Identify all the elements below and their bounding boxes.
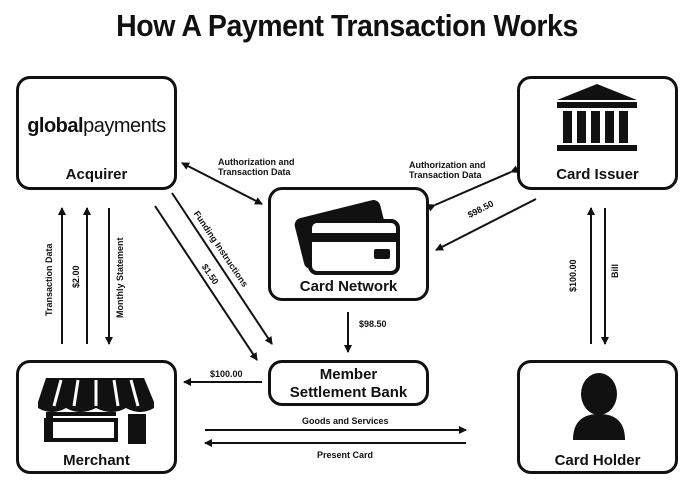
label-iss-auth-1: Authorization and [409,160,486,170]
page-title: How A Payment Transaction Works [116,8,578,43]
card-issuer-node: Card Issuer [517,76,678,190]
label-acq-auth-1: Authorization and [218,157,295,167]
acquirer-label: Acquirer [65,166,128,183]
bank-building-icon [557,84,637,151]
arrow-funding [171,192,273,345]
member-bank-line1: Member [319,366,378,383]
label-goods-services: Goods and Services [302,416,389,426]
merchant-label: Merchant [63,452,130,469]
globalpayments-logo: globalpayments [27,115,166,137]
label-iss-auth-2: Transaction Data [409,170,482,180]
arrow-issuer-network [426,165,520,212]
card-network-label: Card Network [299,278,398,295]
card-issuer-label: Card Issuer [556,166,639,183]
acquirer-node: globalpayments Acquirer [16,76,177,190]
credit-cards-icon [294,200,400,275]
label-acq-auth-2: Transaction Data [218,167,291,177]
label-present-card: Present Card [317,450,374,460]
card-holder-label: Card Holder [554,452,641,469]
arrow-issuer-to-network [435,198,537,251]
arrow-acquirer-network [181,162,263,205]
label-transaction-data: Transaction Data [44,243,54,316]
label-holder-to-issuer-amount: $100.00 [568,259,578,292]
member-bank-line2: Settlement Bank [289,384,408,401]
card-network-node: Card Network [268,187,429,301]
card-holder-node: Card Holder [517,360,678,474]
member-settlement-bank-node: Member Settlement Bank [268,360,429,406]
storefront-icon [38,378,154,444]
arrow-acquirer-to-bank [154,205,258,361]
person-icon [573,373,625,440]
label-monthly-statement: Monthly Statement [115,237,125,318]
label-bill: Bill [610,263,620,278]
label-network-to-bank-amount: $98.50 [359,319,387,329]
merchant-node: Merchant [16,360,177,474]
label-merchant-fee: $2.00 [71,265,81,288]
label-bank-to-merchant-amount: $100.00 [210,369,243,379]
